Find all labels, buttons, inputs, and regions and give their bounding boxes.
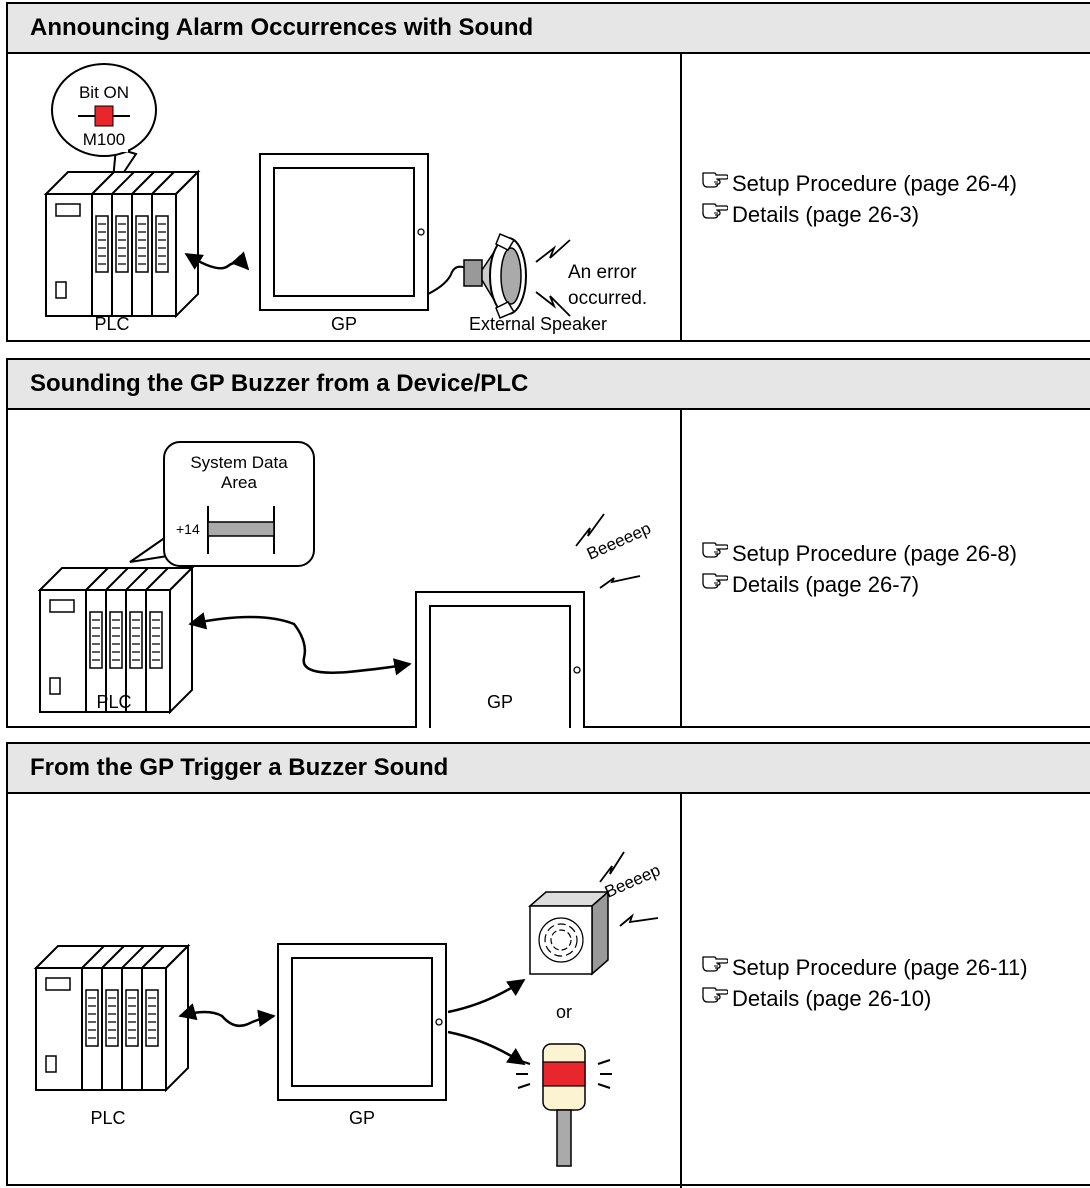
gp-display-icon (259, 153, 429, 311)
label-plc: PLC (96, 692, 131, 712)
bubble-text-1: Bit ON (79, 83, 129, 102)
plc-icon (37, 565, 195, 715)
speaker-message-2: occurred. (568, 288, 647, 309)
label-plc: PLC (94, 314, 129, 334)
section-alarm-sound: Announcing Alarm Occurrences with Sound … (6, 2, 1090, 342)
label-gp: GP (487, 692, 513, 712)
plc-icon (43, 169, 201, 319)
pointing-hand-icon (702, 197, 728, 219)
pointing-hand-icon (702, 950, 728, 972)
pointing-hand-icon (702, 166, 728, 188)
link-details[interactable]: Details (page 26-10) (702, 983, 1090, 1014)
label-gp: GP (349, 1108, 375, 1128)
speaker-message-1: An error (568, 262, 637, 283)
reference-links: Setup Procedure (page 26-8) Details (pag… (702, 538, 1090, 600)
callout-text-2: Area (221, 473, 257, 492)
beep-text: Beeeeep (584, 519, 654, 564)
diagram-gp-buzzer-from-plc: System Data Area +14 (8, 410, 682, 728)
link-details[interactable]: Details (page 26-7) (702, 569, 1090, 600)
link-setup-procedure[interactable]: Setup Procedure (page 26-8) (702, 538, 1090, 569)
offset-label: +14 (176, 521, 200, 537)
gp-display-icon (277, 943, 447, 1101)
section-title: Sounding the GP Buzzer from a Device/PLC (8, 360, 1090, 410)
pointing-hand-icon (702, 567, 728, 589)
label-external-speaker: External Speaker (469, 314, 607, 334)
reference-links: Setup Procedure (page 26-11) Details (pa… (702, 952, 1090, 1014)
callout-text-1: System Data (190, 453, 288, 472)
pointing-hand-icon (702, 536, 728, 558)
bubble-text-2: M100 (83, 130, 126, 149)
reference-links: Setup Procedure (page 26-4) Details (pag… (702, 168, 1090, 230)
pointing-hand-icon (702, 981, 728, 1003)
system-data-area-callout: System Data Area +14 (129, 441, 315, 567)
diagram-gp-trigger-buzzer: Beeeep or PLC GP (8, 794, 682, 1188)
tower-light-icon (516, 1043, 612, 1167)
section-gp-trigger-buzzer: From the GP Trigger a Buzzer Sound (6, 742, 1090, 1188)
link-details[interactable]: Details (page 26-3) (702, 199, 1090, 230)
section-gp-buzzer-from-plc: Sounding the GP Buzzer from a Device/PLC… (6, 358, 1090, 728)
speaker-icon (463, 233, 527, 319)
buzzer-icon (528, 890, 610, 976)
section-title: Announcing Alarm Occurrences with Sound (8, 4, 1090, 54)
or-text: or (556, 1002, 572, 1022)
link-setup-procedure[interactable]: Setup Procedure (page 26-11) (702, 952, 1090, 983)
section-title: From the GP Trigger a Buzzer Sound (8, 744, 1090, 794)
label-gp: GP (331, 314, 357, 334)
plc-icon (33, 943, 191, 1093)
diagram-alarm-sound: Bit ON M100 (8, 54, 682, 342)
bit-on-bubble: Bit ON M100 (51, 63, 157, 191)
label-plc: PLC (90, 1108, 125, 1128)
gp-display-icon (415, 591, 585, 728)
link-setup-procedure[interactable]: Setup Procedure (page 26-4) (702, 168, 1090, 199)
